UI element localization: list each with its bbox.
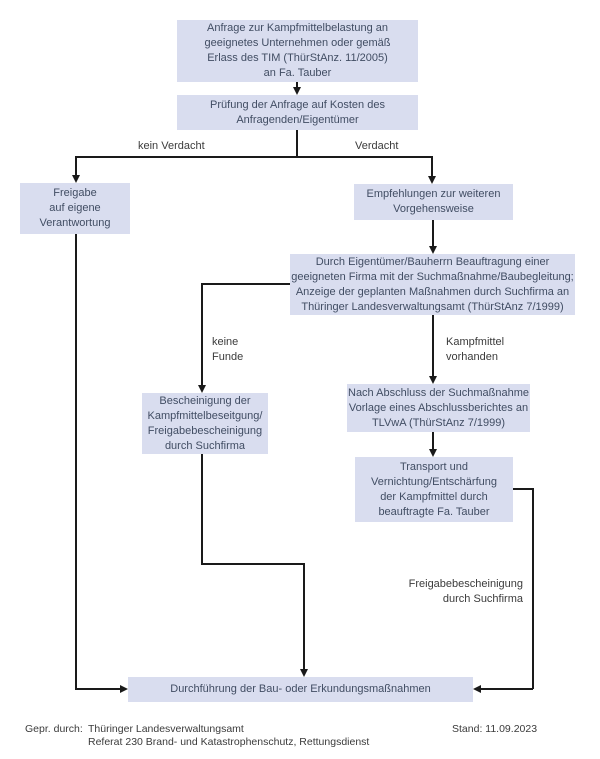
- connector-anfrage-pruefung: [296, 82, 298, 88]
- connector-branch-empfehlungen: [431, 157, 433, 177]
- connector-empfehlungen-beauftragung: [432, 220, 434, 247]
- edge-label-kampfmittel-vorhanden: Kampfmittel vorhanden: [446, 336, 505, 363]
- node-beauftragung-suchfirma: Durch Eigentümer/Bauherrn Beauftragung e…: [290, 254, 575, 315]
- footer-stand-date: Stand: 11.09.2023: [452, 723, 538, 735]
- arrowhead-down-abschlussbericht: [429, 376, 437, 384]
- node-anfrage-kampfmittelbelastung: Anfrage zur Kampfmittelbelastung an geei…: [177, 20, 418, 82]
- connector-transport-durchfuehrung-h: [480, 688, 533, 690]
- connector-beauftragung-keinefunde-h: [202, 283, 290, 285]
- node-transport-vernichtung: Transport und Vernichtung/Entschärfung d…: [355, 457, 513, 522]
- edge-label-kein-verdacht: kein Verdacht: [138, 140, 205, 152]
- connector-freigabe-durchfuehrung-h: [75, 688, 121, 690]
- connector-freigabe-down-v: [75, 234, 77, 689]
- node-durchfuehrung-massnahmen: Durchführung der Bau- oder Erkundungsmaß…: [128, 677, 473, 702]
- arrowhead-down-freigabe: [72, 175, 80, 183]
- arrowhead-down-transport: [429, 449, 437, 457]
- arrowhead-down-beauftragung: [429, 246, 437, 254]
- connector-bescheinigung-durchfuehrung: [303, 563, 305, 670]
- arrowhead-down-empfehlungen: [428, 176, 436, 184]
- connector-transport-down-v: [532, 488, 534, 689]
- connector-branch-horizontal: [75, 156, 433, 158]
- node-pruefung-anfrage: Prüfung der Anfrage auf Kosten des Anfra…: [177, 95, 418, 130]
- footer-organisation: Thüringer Landesverwaltungsamt Referat 2…: [88, 723, 370, 748]
- connector-pruefung-junction: [296, 130, 298, 157]
- connector-keinefunde-bescheinigung: [201, 283, 203, 386]
- node-freigabe-eigene-verantwortung: Freigabe auf eigene Verantwortung: [20, 183, 130, 234]
- arrowhead-left-durchfuehrung: [473, 685, 481, 693]
- arrowhead-down-pruefung: [293, 87, 301, 95]
- node-bescheinigung-kampfmittelbeseitigung: Bescheinigung der Kampfmittelbeseitgung/…: [142, 393, 268, 454]
- arrowhead-down-bescheinigung: [198, 385, 206, 393]
- edge-label-keine-funde: keine Funde: [212, 336, 244, 363]
- node-abschlussbericht-tlvwa: Nach Abschluss der Suchmaßnahme Vorlage …: [347, 384, 530, 432]
- arrowhead-right-durchfuehrung: [120, 685, 128, 693]
- connector-beauftragung-abschlussbericht: [432, 315, 434, 377]
- connector-branch-freigabe: [75, 157, 77, 176]
- edge-label-freigabebescheinigung: Freigabebescheinigung durch Suchfirma: [408, 578, 523, 605]
- connector-abschlussbericht-transport: [432, 432, 434, 450]
- connector-bescheinigung-down: [201, 454, 203, 564]
- node-empfehlungen-vorgehensweise: Empfehlungen zur weiteren Vorgehensweise: [354, 184, 513, 220]
- connector-bescheinigung-jog-h: [201, 563, 304, 565]
- arrowhead-down-durchfuehrung: [300, 669, 308, 677]
- connector-transport-right-h: [513, 488, 534, 490]
- edge-label-verdacht: Verdacht: [355, 140, 399, 152]
- footer-gepr-durch-label: Gepr. durch:: [25, 723, 83, 735]
